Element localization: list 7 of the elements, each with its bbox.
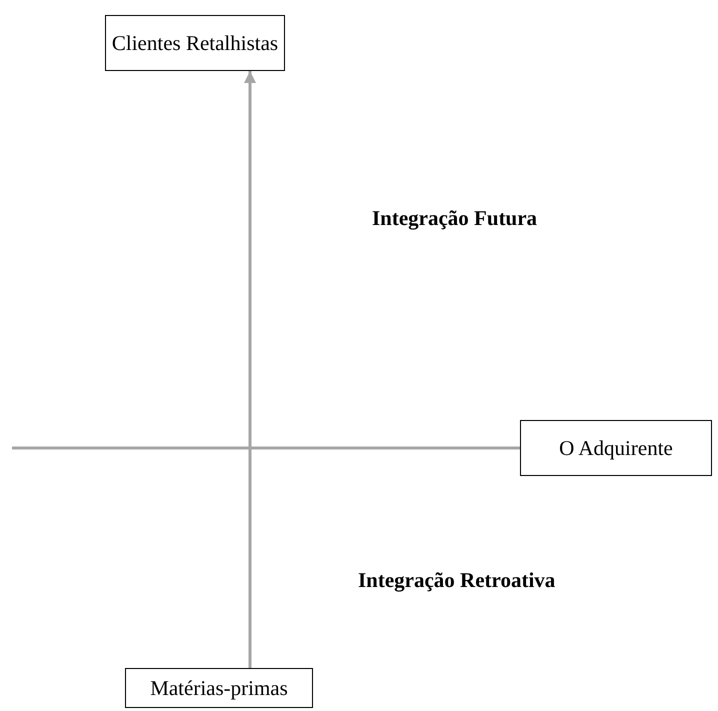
connector-line xyxy=(12,446,520,450)
arrow xyxy=(244,71,256,668)
raw-material-box: Matérias-primas xyxy=(125,668,313,708)
acquirer-box: O Adquirente xyxy=(520,420,712,476)
axis-label: Integração Retroativa xyxy=(358,568,556,593)
customer-box: Clientes Retalhistas xyxy=(105,15,285,71)
axis-label: Integração Futura xyxy=(372,206,538,231)
